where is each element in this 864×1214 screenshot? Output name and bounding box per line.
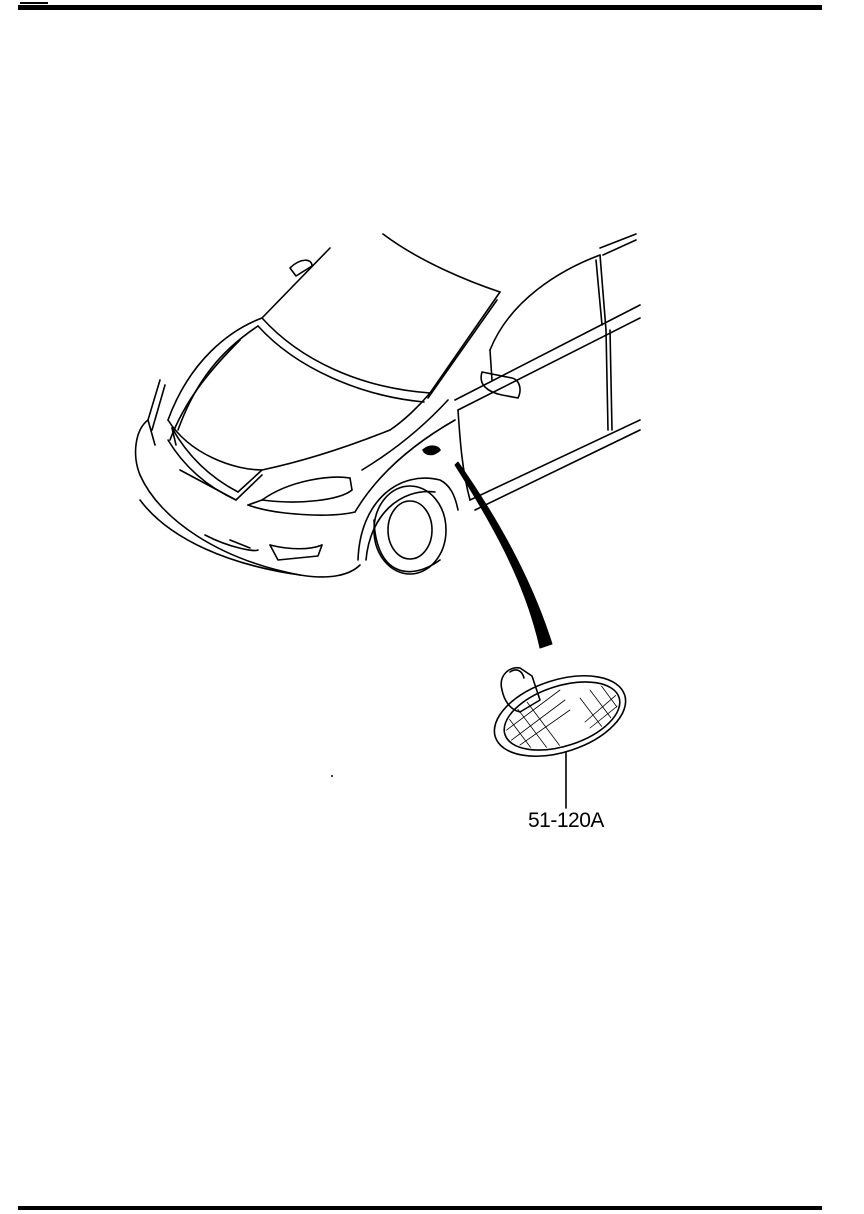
top-border-rule xyxy=(18,5,822,10)
car-illustration xyxy=(134,233,641,578)
side-marker-lamp-illustration xyxy=(493,666,627,809)
leader-wedge xyxy=(454,461,553,649)
top-corner-tick xyxy=(20,2,48,4)
bottom-border-rule xyxy=(18,1206,822,1210)
part-number-callout[interactable]: 51-120A xyxy=(528,809,604,832)
